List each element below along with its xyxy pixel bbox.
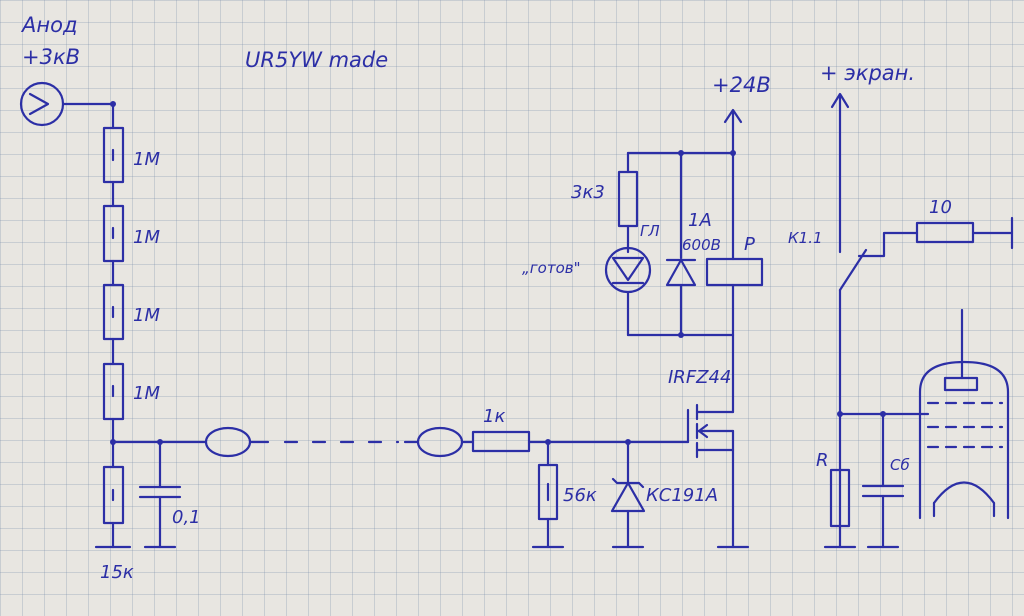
resistor-10 — [915, 216, 1014, 250]
author-label: UR5YW made — [245, 48, 388, 72]
resistor-r-label: R — [816, 450, 829, 471]
led-tag-label: ГЛ — [640, 222, 660, 240]
resistor-1m-label-3: 1М — [133, 305, 160, 326]
diode-current-label: 1А — [688, 210, 712, 231]
anode-voltage-label: +3кВ — [22, 45, 80, 69]
vacuum-tube — [918, 308, 1010, 520]
supply-24v-rail — [626, 108, 743, 156]
flyback-diode — [665, 151, 697, 337]
relay-contact-label: К1.1 — [788, 229, 823, 247]
screen-supply-contact — [823, 92, 919, 549]
zener-label: КС191А — [646, 485, 718, 506]
diode-voltage-label: 600В — [682, 236, 721, 254]
capacitor-label: 0,1 — [172, 507, 201, 528]
resistor-1m-label-4: 1М — [133, 383, 160, 404]
resistor-1m-label-2: 1М — [133, 227, 160, 248]
mosfet-irfz44 — [686, 333, 750, 549]
screen-supply-label: + экран. — [820, 61, 915, 85]
relay-label: Р — [744, 234, 755, 255]
relay-coil — [705, 151, 764, 337]
mosfet-label: IRFZ44 — [668, 367, 731, 388]
shielded-cable-link — [204, 426, 475, 458]
resistor-10-label: 10 — [929, 197, 952, 218]
resistor-1k-label: 1к — [483, 406, 505, 427]
divider-chain — [94, 102, 132, 549]
anode-label: Анод — [20, 13, 77, 37]
anode-input-connector — [19, 81, 116, 127]
screen-grid-network — [829, 411, 930, 549]
capacitor-0-1 — [111, 439, 207, 549]
resistor-1m-label-1: 1М — [133, 149, 160, 170]
zener-diode — [610, 440, 646, 549]
resistor-56k-label: 56к — [563, 485, 597, 506]
resistor-15k-label: 15к — [100, 562, 134, 583]
led-ready-label: „готов" — [522, 259, 580, 277]
resistor-1k — [471, 430, 690, 453]
supply-24v-label: +24В — [712, 73, 771, 97]
resistor-56k — [531, 440, 565, 549]
capacitor-cb-label: Cб — [890, 456, 910, 474]
resistor-3k3-label: 3к3 — [571, 182, 605, 203]
